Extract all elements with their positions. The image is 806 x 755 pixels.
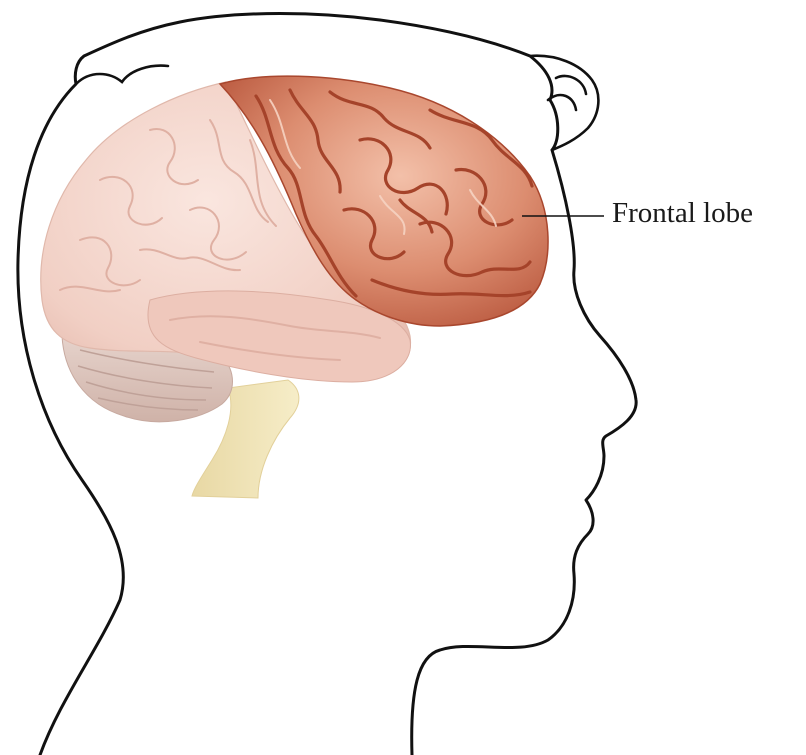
frontal-lobe-label: Frontal lobe [612,199,753,228]
